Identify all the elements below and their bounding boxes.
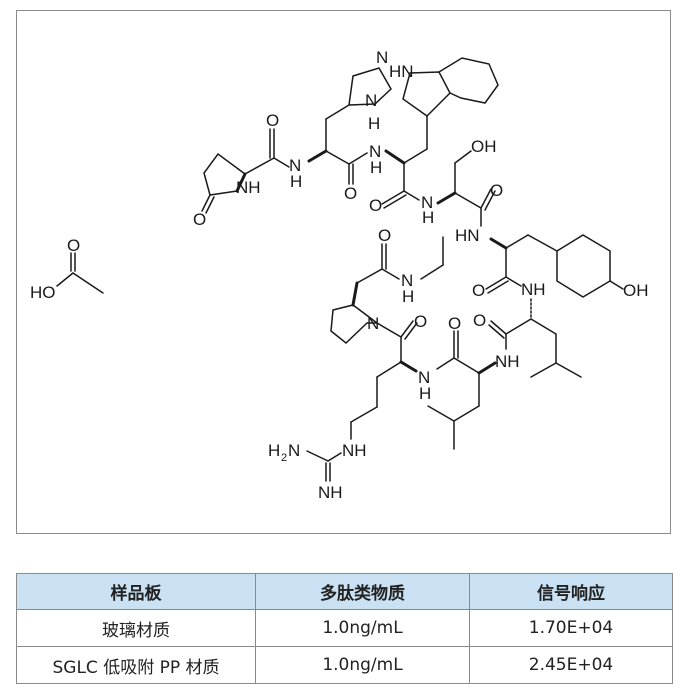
svg-text:N: N (421, 193, 433, 212)
svg-text:N: N (369, 142, 381, 161)
svg-text:O: O (473, 311, 486, 330)
cell-signal: 2.45E+04 (469, 646, 673, 684)
svg-text:N: N (288, 441, 300, 460)
svg-text:H: H (290, 172, 302, 191)
peptide-structure-diagram: NH O O N H N N H HN N H O OH O N H O HN … (30, 48, 649, 502)
svg-text:N: N (376, 48, 388, 67)
svg-text:NH: NH (318, 483, 343, 502)
cell-signal: 1.70E+04 (469, 609, 673, 647)
svg-text:O: O (67, 236, 80, 255)
header-peptide: 多肽类物质 (255, 573, 470, 610)
svg-text:N: N (367, 314, 379, 333)
svg-text:H: H (422, 208, 434, 227)
table-header-row: 样品板 多肽类物质 信号响应 (16, 573, 673, 610)
cell-plate: 玻璃材质 (16, 609, 256, 647)
svg-text:O: O (472, 281, 485, 300)
svg-text:O: O (378, 226, 391, 245)
table-row: 玻璃材质 1.0ng/mL 1.70E+04 (16, 609, 673, 647)
header-signal: 信号响应 (469, 573, 673, 610)
cell-concentration: 1.0ng/mL (255, 609, 470, 647)
svg-text:NH: NH (495, 352, 520, 371)
svg-text:HO: HO (30, 283, 56, 302)
cell-concentration: 1.0ng/mL (255, 646, 470, 684)
svg-text:NH: NH (236, 178, 261, 197)
header-plate: 样品板 (16, 573, 256, 610)
svg-text:O: O (193, 210, 206, 229)
svg-text:H: H (402, 287, 414, 306)
table-row: SGLC 低吸附 PP 材质 1.0ng/mL 2.45E+04 (16, 646, 673, 684)
svg-text:O: O (490, 181, 503, 200)
svg-text:N: N (401, 271, 413, 290)
svg-text:O: O (266, 111, 279, 130)
svg-text:2: 2 (281, 452, 287, 464)
cell-plate: SGLC 低吸附 PP 材质 (16, 646, 256, 684)
svg-text:NH: NH (521, 280, 546, 299)
svg-text:N: N (289, 156, 301, 175)
svg-text:N: N (418, 368, 430, 387)
svg-text:HN: HN (389, 62, 414, 81)
svg-text:H: H (419, 384, 431, 403)
svg-text:O: O (448, 314, 461, 333)
svg-text:N: N (365, 91, 377, 110)
svg-text:H: H (368, 114, 380, 133)
svg-text:HN: HN (455, 226, 480, 245)
svg-text:O: O (369, 196, 382, 215)
structure-figure: NH O O N H N N H HN N H O OH O N H O HN … (16, 10, 671, 534)
svg-text:H: H (370, 158, 382, 177)
svg-text:O: O (344, 184, 357, 203)
svg-text:NH: NH (342, 441, 367, 460)
results-table: 样品板 多肽类物质 信号响应 玻璃材质 1.0ng/mL 1.70E+04 SG… (16, 573, 673, 684)
svg-text:OH: OH (623, 281, 649, 300)
svg-text:H: H (268, 441, 280, 460)
svg-text:OH: OH (471, 137, 497, 156)
atom-labels: NH O O N H N N H HN N H O OH O N H O HN … (30, 48, 649, 502)
svg-text:O: O (414, 312, 427, 331)
